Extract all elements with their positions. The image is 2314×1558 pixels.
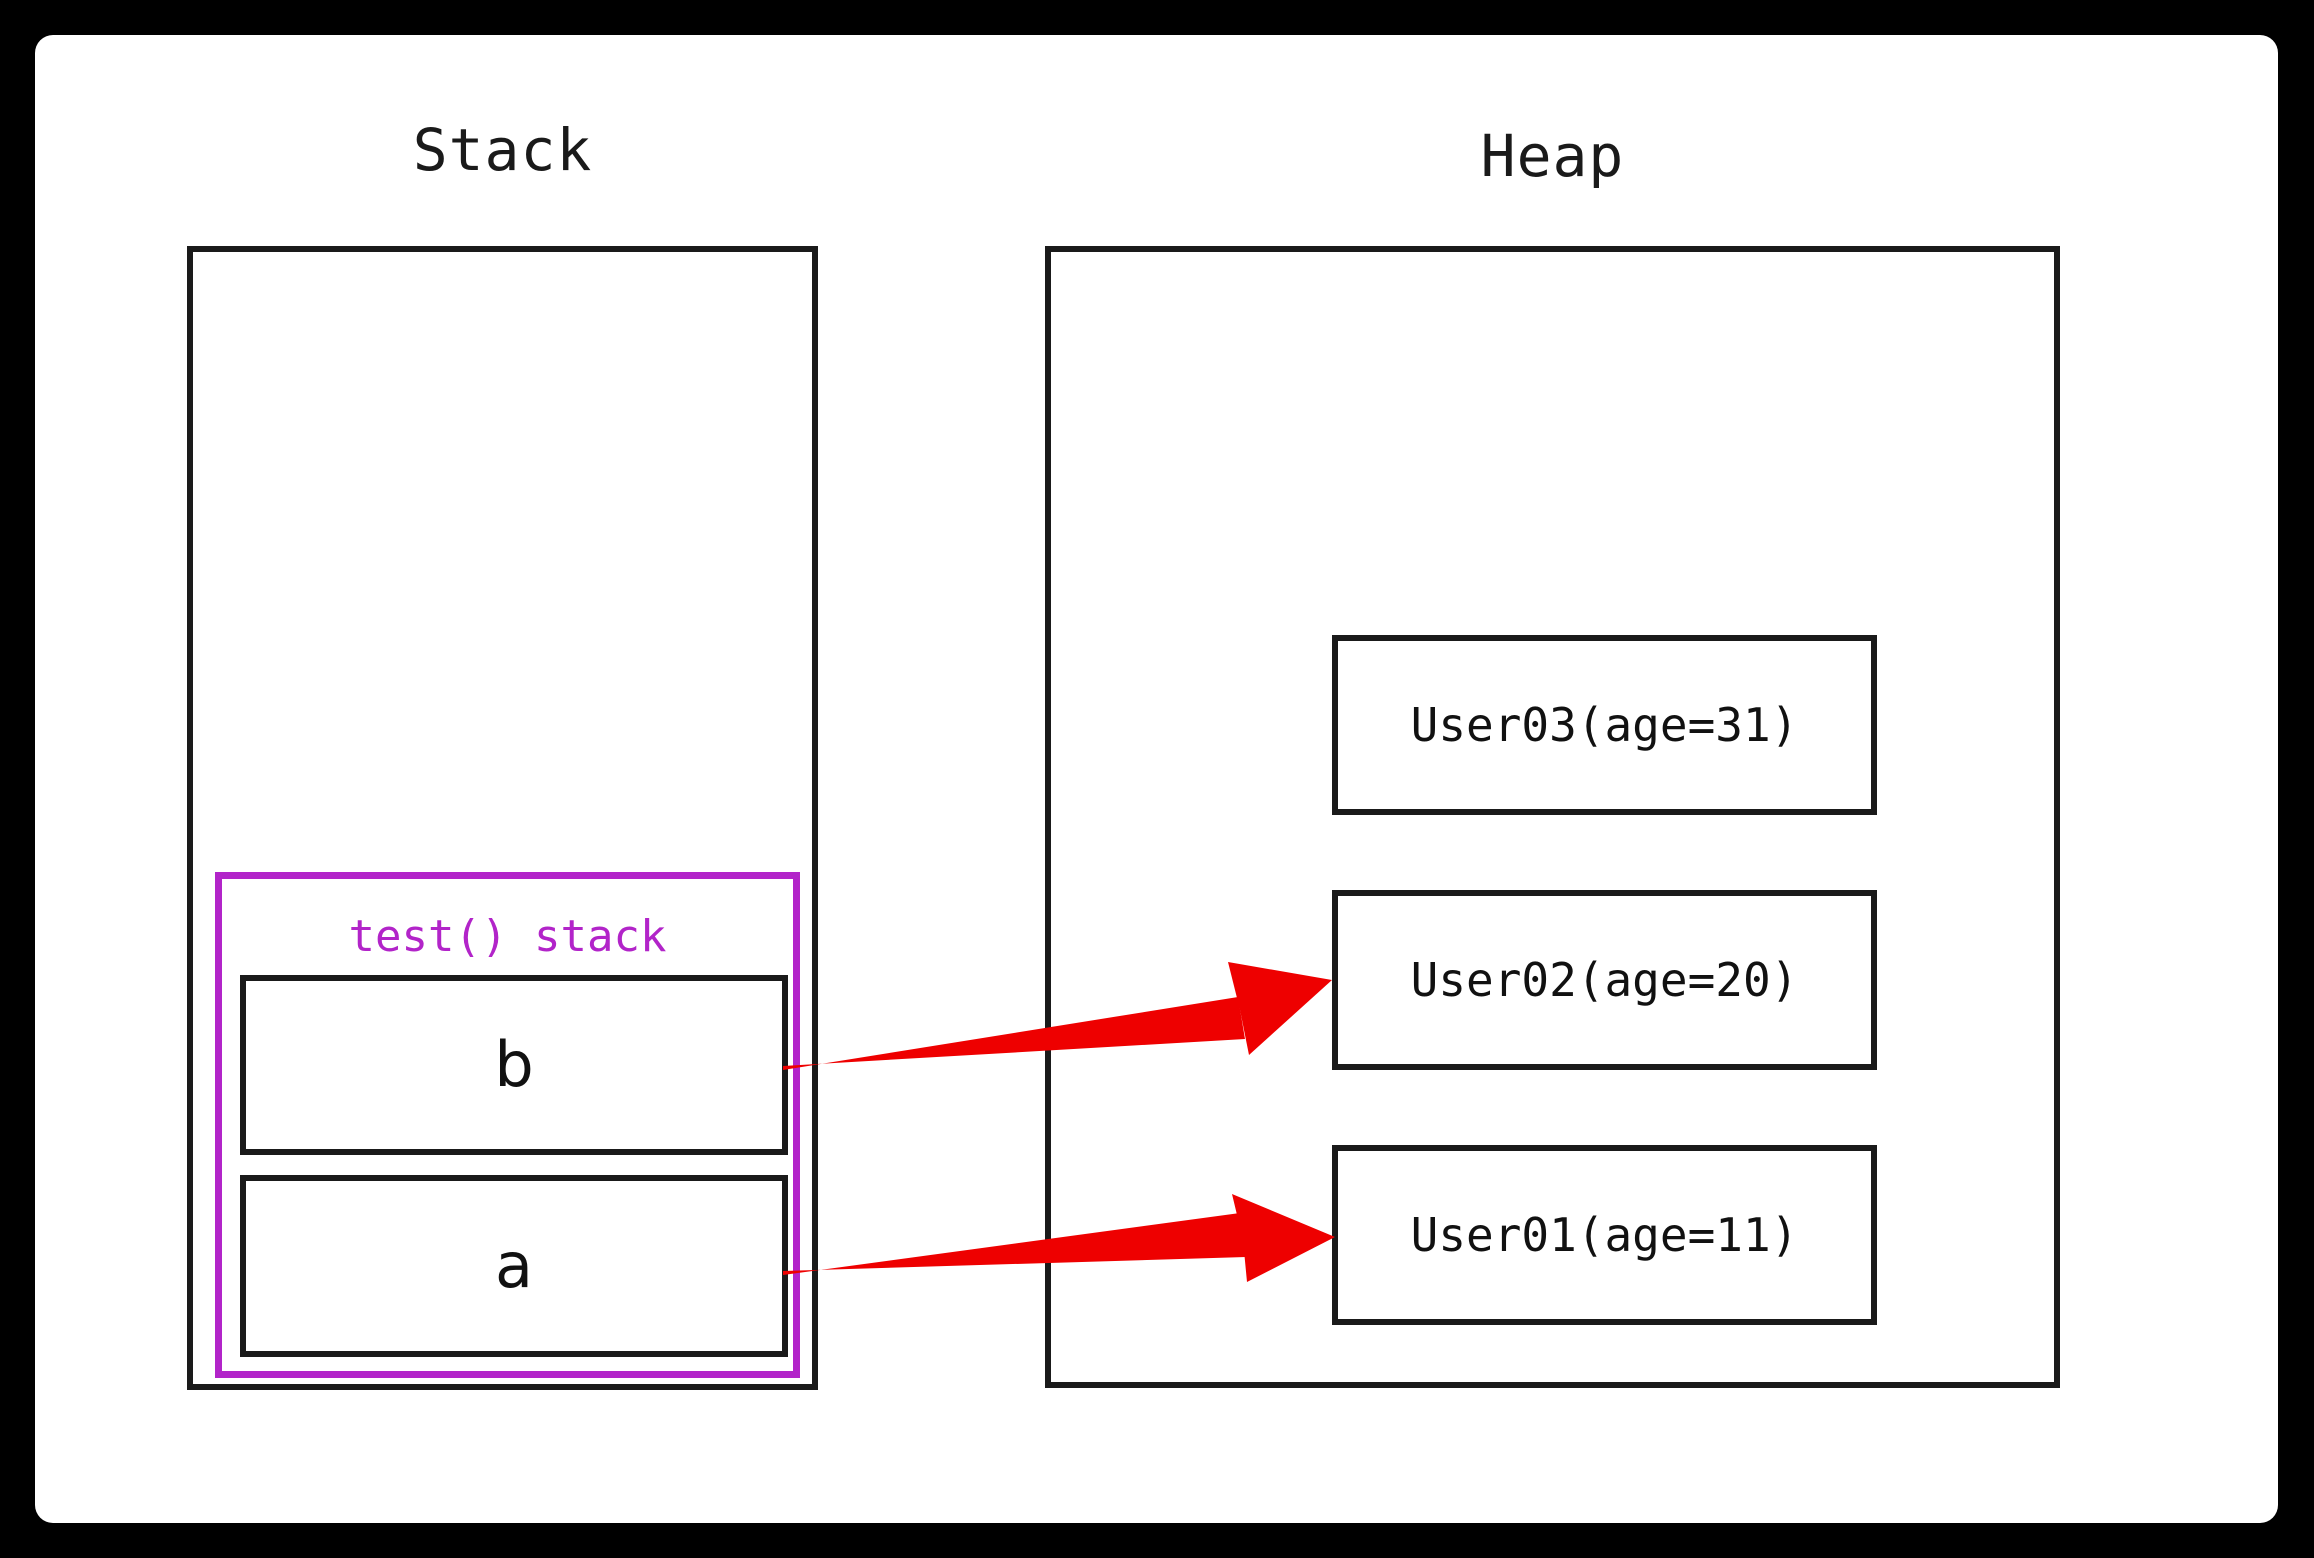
heap-title: Heap — [1480, 122, 1625, 190]
heap-object-user03-label: User03(age=31) — [1410, 698, 1799, 752]
heap-object-user02-label: User02(age=20) — [1410, 953, 1799, 1007]
heap-object-user03: User03(age=31) — [1332, 635, 1877, 815]
test-stack-frame-label: test() stack — [348, 911, 667, 962]
stack-title: Stack — [412, 116, 593, 184]
stack-slot-b: b — [240, 975, 788, 1155]
heap-object-user01-label: User01(age=11) — [1410, 1208, 1799, 1262]
stack-slot-a: a — [240, 1175, 788, 1357]
test-stack-frame: test() stack — [215, 872, 800, 1378]
heap-object-user02: User02(age=20) — [1332, 890, 1877, 1070]
stack-slot-a-label: a — [495, 1229, 533, 1302]
heap-object-user01: User01(age=11) — [1332, 1145, 1877, 1325]
stack-slot-b-label: b — [494, 1028, 534, 1101]
